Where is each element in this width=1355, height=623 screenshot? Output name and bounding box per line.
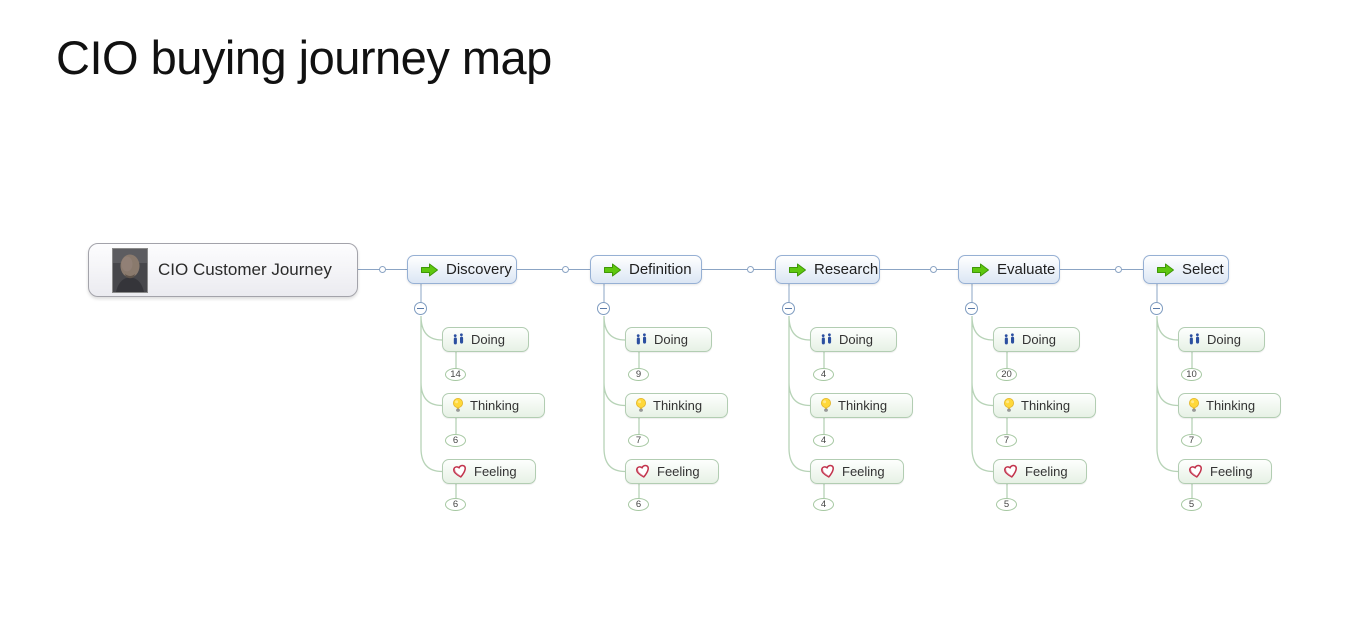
count-badge[interactable]: 4	[813, 368, 834, 381]
lightbulb-icon	[452, 398, 464, 413]
count-badge[interactable]: 6	[445, 434, 466, 447]
sub-node-label: Feeling	[842, 464, 885, 479]
sub-node-doing[interactable]: Doing	[1178, 327, 1265, 352]
stage-node-definition[interactable]: Definition	[590, 255, 702, 284]
green-arrow-icon	[420, 263, 439, 277]
sub-node-label: Thinking	[653, 398, 703, 413]
sub-node-thinking[interactable]: Thinking	[442, 393, 545, 418]
stage-label: Evaluate	[997, 261, 1056, 278]
heart-icon	[1003, 464, 1019, 479]
sub-node-feeling[interactable]: Feeling	[442, 459, 536, 484]
stage-label: Discovery	[446, 261, 512, 278]
minus-icon	[785, 307, 792, 310]
sub-node-label: Doing	[1207, 332, 1241, 347]
count-badge[interactable]: 6	[445, 498, 466, 511]
sub-node-label: Doing	[839, 332, 873, 347]
heart-icon	[820, 464, 836, 479]
root-node[interactable]: CIO Customer Journey	[88, 243, 358, 297]
sub-node-label: Feeling	[1025, 464, 1068, 479]
count-badge[interactable]: 4	[813, 434, 834, 447]
footprints-icon	[1188, 333, 1201, 346]
footprints-icon	[820, 333, 833, 346]
minus-icon	[968, 307, 975, 310]
stage-node-research[interactable]: Research	[775, 255, 880, 284]
sub-node-label: Doing	[471, 332, 505, 347]
sub-node-doing[interactable]: Doing	[442, 327, 529, 352]
lightbulb-icon	[820, 398, 832, 413]
sub-node-feeling[interactable]: Feeling	[1178, 459, 1272, 484]
footprints-icon	[1003, 333, 1016, 346]
sub-node-thinking[interactable]: Thinking	[1178, 393, 1281, 418]
minus-icon	[417, 307, 424, 310]
count-badge[interactable]: 14	[445, 368, 466, 381]
sub-node-thinking[interactable]: Thinking	[625, 393, 728, 418]
heart-icon	[635, 464, 651, 479]
green-arrow-icon	[971, 263, 990, 277]
stage-node-evaluate[interactable]: Evaluate	[958, 255, 1060, 284]
collapse-toggle[interactable]	[965, 302, 978, 315]
green-arrow-icon	[1156, 263, 1175, 277]
collapse-toggle[interactable]	[1150, 302, 1163, 315]
sub-node-thinking[interactable]: Thinking	[993, 393, 1096, 418]
stage-node-discovery[interactable]: Discovery	[407, 255, 517, 284]
sub-node-doing[interactable]: Doing	[993, 327, 1080, 352]
stage-label: Select	[1182, 261, 1224, 278]
count-badge[interactable]: 7	[1181, 434, 1202, 447]
sub-node-thinking[interactable]: Thinking	[810, 393, 913, 418]
sub-node-label: Feeling	[657, 464, 700, 479]
sub-node-label: Feeling	[474, 464, 517, 479]
sub-node-label: Thinking	[1021, 398, 1071, 413]
count-badge[interactable]: 4	[813, 498, 834, 511]
lightbulb-icon	[1188, 398, 1200, 413]
expand-joint[interactable]	[562, 266, 569, 273]
minus-icon	[600, 307, 607, 310]
sub-node-label: Thinking	[470, 398, 520, 413]
page-title: CIO buying journey map	[56, 31, 552, 84]
footprints-icon	[452, 333, 465, 346]
collapse-toggle[interactable]	[782, 302, 795, 315]
count-badge[interactable]: 10	[1181, 368, 1202, 381]
sub-node-label: Doing	[654, 332, 688, 347]
count-badge[interactable]: 7	[628, 434, 649, 447]
expand-joint[interactable]	[930, 266, 937, 273]
sub-node-feeling[interactable]: Feeling	[810, 459, 904, 484]
expand-joint[interactable]	[747, 266, 754, 273]
stage-label: Research	[814, 261, 879, 278]
sub-node-label: Feeling	[1210, 464, 1253, 479]
count-badge[interactable]: 7	[996, 434, 1017, 447]
collapse-toggle[interactable]	[597, 302, 610, 315]
green-arrow-icon	[788, 263, 807, 277]
heart-icon	[1188, 464, 1204, 479]
count-badge[interactable]: 5	[1181, 498, 1202, 511]
count-badge[interactable]: 5	[996, 498, 1017, 511]
stage-node-select[interactable]: Select	[1143, 255, 1229, 284]
sub-node-feeling[interactable]: Feeling	[625, 459, 719, 484]
sub-node-label: Thinking	[1206, 398, 1256, 413]
expand-joint[interactable]	[1115, 266, 1122, 273]
count-badge[interactable]: 20	[996, 368, 1017, 381]
green-arrow-icon	[603, 263, 622, 277]
count-badge[interactable]: 9	[628, 368, 649, 381]
avatar	[113, 248, 147, 292]
stage-label: Definition	[629, 261, 692, 278]
sub-node-doing[interactable]: Doing	[625, 327, 712, 352]
lightbulb-icon	[635, 398, 647, 413]
count-badge[interactable]: 6	[628, 498, 649, 511]
lightbulb-icon	[1003, 398, 1015, 413]
collapse-toggle[interactable]	[414, 302, 427, 315]
heart-icon	[452, 464, 468, 479]
footprints-icon	[635, 333, 648, 346]
root-node-label: CIO Customer Journey	[158, 260, 332, 279]
sub-node-label: Doing	[1022, 332, 1056, 347]
sub-node-feeling[interactable]: Feeling	[993, 459, 1087, 484]
minus-icon	[1153, 307, 1160, 310]
sub-node-doing[interactable]: Doing	[810, 327, 897, 352]
sub-node-label: Thinking	[838, 398, 888, 413]
expand-joint[interactable]	[379, 266, 386, 273]
